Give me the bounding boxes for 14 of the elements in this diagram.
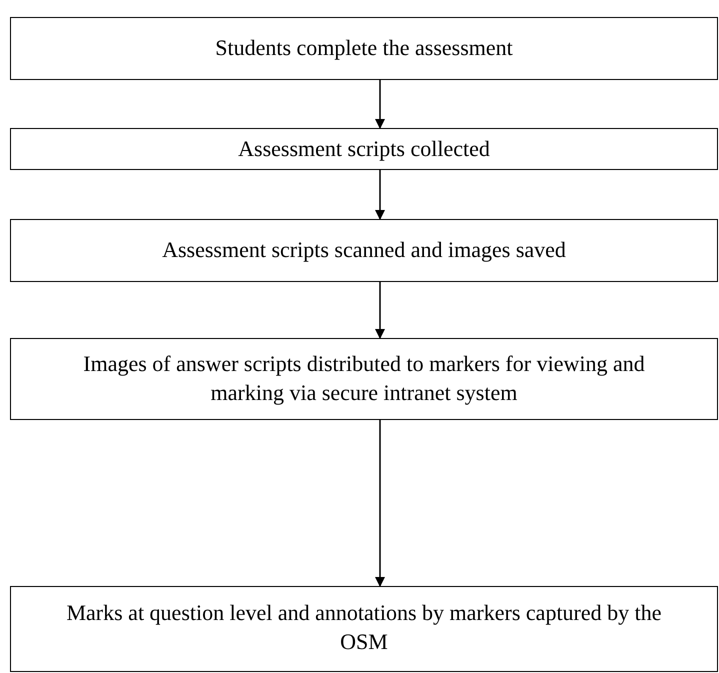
arrow [375,80,385,129]
process-box [10,219,718,282]
arrow [375,420,385,587]
step-text: Assessment scripts scanned and images saved [162,236,566,264]
step-text: Images of answer scripts distributed to markers for viewing and marking via secure intranet system [82,350,646,407]
process-box [10,17,718,80]
step-text: Assessment scripts collected [238,134,490,163]
arrow [375,282,385,339]
arrow [375,170,385,220]
process-box [10,128,718,170]
process-box [10,586,718,672]
step-text: Marks at question level and annotations by markers captured by the OSM [65,599,663,656]
step-text: Students complete the assessment [215,34,513,62]
process-box [10,338,718,420]
